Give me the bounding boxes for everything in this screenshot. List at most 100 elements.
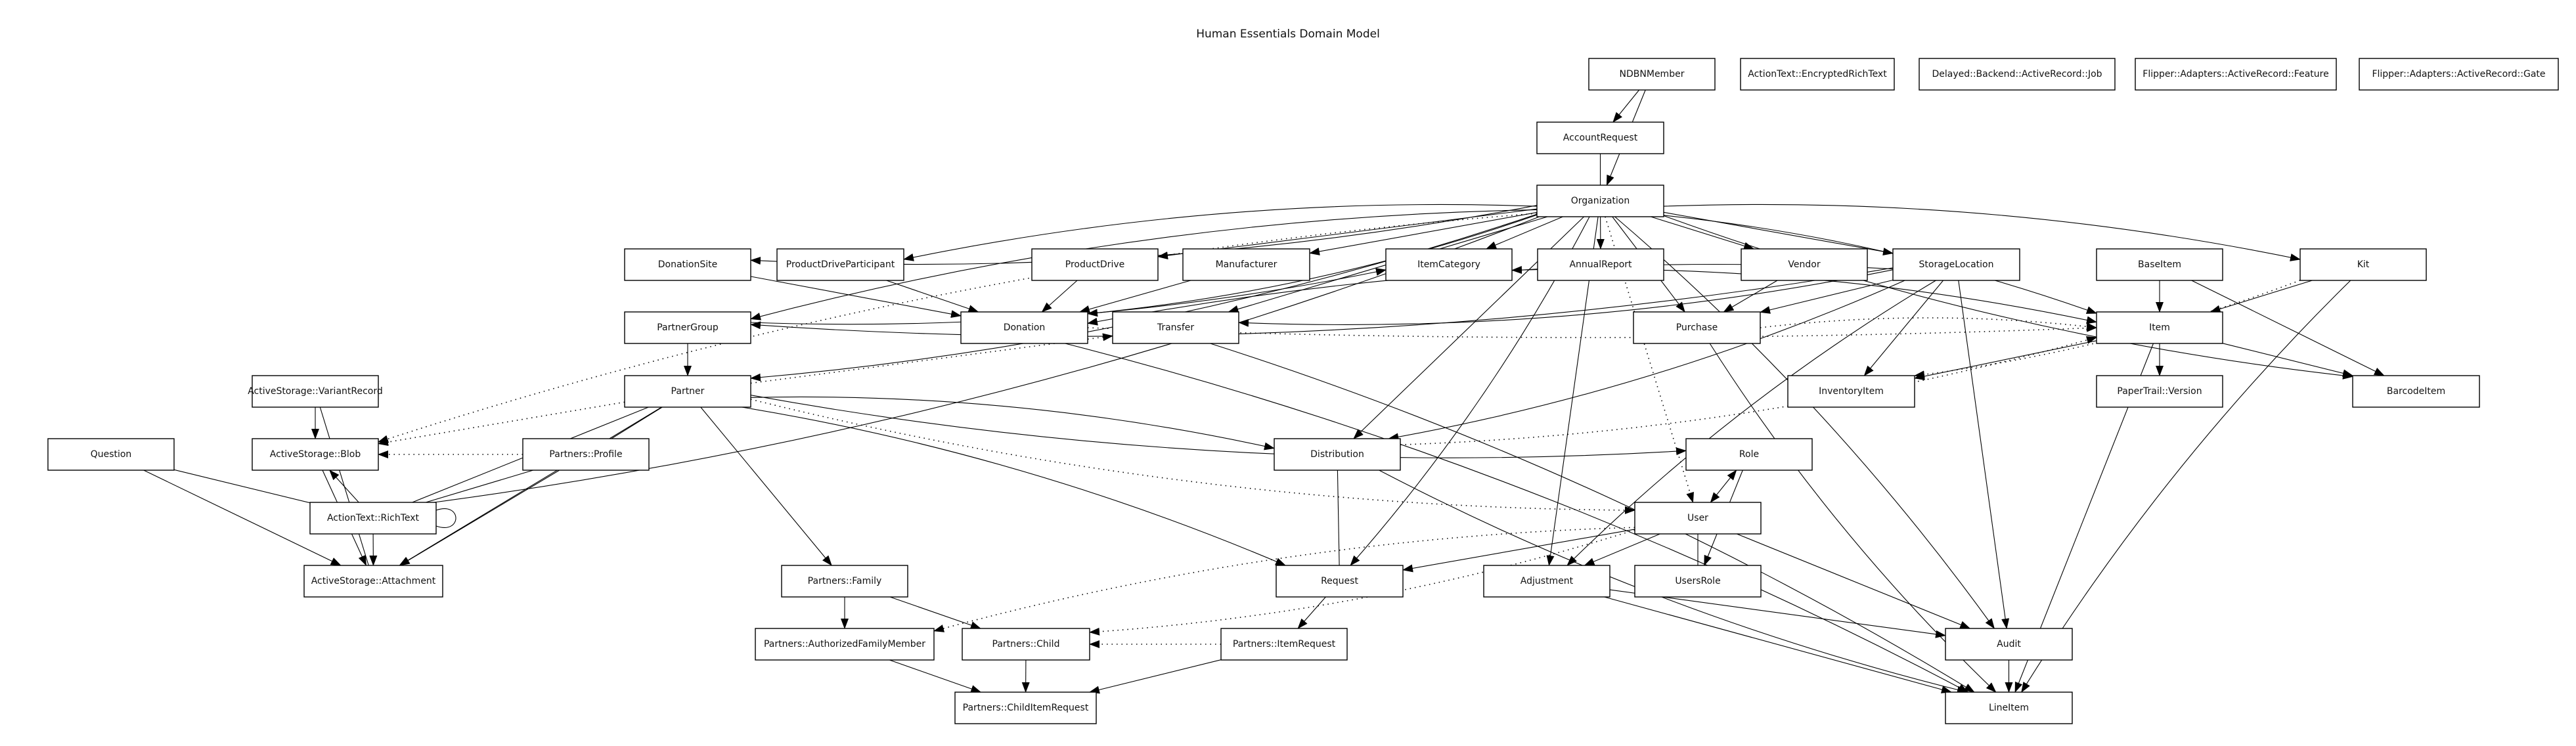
node-delayed-job[interactable]: Delayed::Backend::ActiveRecord::Job [1919, 58, 2116, 91]
node-users-role[interactable]: UsersRole [1634, 565, 1762, 598]
node-product-drive-participant[interactable]: ProductDriveParticipant [776, 248, 904, 281]
node-rich-text[interactable]: ActionText::RichText [309, 502, 437, 535]
edge-organization-to-blob [378, 213, 1538, 443]
node-label: ActionText::EncryptedRichText [1748, 69, 1887, 79]
node-label: BaseItem [2138, 259, 2181, 270]
node-box [1536, 185, 1664, 217]
node-box [1274, 438, 1401, 471]
node-inventory-item[interactable]: InventoryItem [1787, 375, 1915, 408]
edge-richtext-to-richtext [435, 508, 456, 528]
node-label: Manufacturer [1216, 259, 1277, 270]
node-label: ProductDrive [1065, 259, 1124, 270]
edge-user-to-request [1402, 529, 1635, 573]
node-label: Partner [671, 386, 705, 397]
node-transfer[interactable]: Transfer [1112, 311, 1239, 344]
node-partner-group[interactable]: PartnerGroup [624, 311, 751, 344]
node-child-item-request[interactable]: Partners::ChildItemRequest [954, 691, 1097, 724]
node-box [522, 438, 650, 471]
node-annual-report[interactable]: AnnualReport [1537, 248, 1664, 281]
edge-role-to-user [1710, 470, 1737, 503]
node-blob[interactable]: ActiveStorage::Blob [252, 438, 379, 471]
edge-storagelocation-to-distribution [1388, 280, 1905, 441]
edge-authorizedfamilymember-to-childitemrequest [889, 659, 982, 693]
node-account-request[interactable]: AccountRequest [1536, 121, 1664, 154]
node-vendor[interactable]: Vendor [1741, 248, 1868, 281]
node-flipper-feature[interactable]: Flipper::Adapters::ActiveRecord::Feature [2135, 58, 2337, 91]
node-label: Flipper::Adapters::ActiveRecord::Gate [2372, 69, 2545, 79]
node-partners-item-request[interactable]: Partners::ItemRequest [1220, 628, 1348, 661]
node-paper-trail-version[interactable]: PaperTrail::Version [2096, 375, 2223, 408]
node-line-item[interactable]: LineItem [1945, 691, 2073, 724]
node-label: Donation [1004, 322, 1046, 333]
diagram-title: Human Essentials Domain Model [1196, 28, 1380, 41]
node-label: AnnualReport [1569, 259, 1632, 270]
node-label: Partners::ItemRequest [1233, 639, 1336, 649]
node-partners-family[interactable]: Partners::Family [781, 565, 908, 598]
node-label: ActiveStorage::Blob [270, 449, 361, 460]
edge-storagelocation-to-inventoryitem [1863, 280, 1944, 376]
edge-organization-to-itemcategory [1486, 216, 1563, 250]
node-flipper-gate[interactable]: Flipper::Adapters::ActiveRecord::Gate [2359, 58, 2559, 91]
node-partner[interactable]: Partner [624, 375, 751, 408]
node-box [1741, 248, 1868, 281]
edge-question-to-richtext [173, 469, 311, 504]
node-question[interactable]: Question [47, 438, 175, 471]
node-barcode-item[interactable]: BarcodeItem [2352, 375, 2480, 408]
node-ndbnmember[interactable]: NDBNMember [1588, 58, 1716, 91]
edge-organization-to-productdriveparticipant [903, 204, 1538, 261]
node-box [2096, 311, 2223, 344]
edge-user-to-adjustment [1584, 533, 1660, 566]
node-item-category[interactable]: ItemCategory [1385, 248, 1513, 281]
node-item[interactable]: Item [2096, 311, 2223, 344]
node-donation[interactable]: Donation [960, 311, 1088, 344]
node-box [1220, 628, 1348, 661]
node-kit[interactable]: Kit [2299, 248, 2427, 281]
node-purchase[interactable]: Purchase [1633, 311, 1761, 344]
node-distribution[interactable]: Distribution [1274, 438, 1401, 471]
node-partners-child[interactable]: Partners::Child [962, 628, 1090, 661]
node-box [1945, 691, 2073, 724]
node-box [1483, 565, 1610, 598]
node-encrypted-rich-text[interactable]: ActionText::EncryptedRichText [1740, 58, 1895, 91]
edge-organization-to-manufacturer [1309, 211, 1538, 255]
node-label: Distribution [1310, 449, 1364, 460]
node-product-drive[interactable]: ProductDrive [1031, 248, 1159, 281]
node-label: User [1687, 513, 1708, 523]
node-adjustment[interactable]: Adjustment [1483, 565, 1610, 598]
node-label: Question [91, 449, 132, 460]
node-box [1537, 248, 1664, 281]
node-request[interactable]: Request [1276, 565, 1404, 598]
node-label: AccountRequest [1563, 133, 1638, 143]
node-box [776, 248, 904, 281]
node-box [2352, 375, 2480, 408]
node-user[interactable]: User [1634, 502, 1762, 535]
node-role[interactable]: Role [1685, 438, 1813, 471]
node-label: PaperTrail::Version [2117, 386, 2202, 397]
node-authorized-family-member[interactable]: Partners::AuthorizedFamilyMember [755, 628, 935, 661]
edge-organization-to-partner [750, 213, 1538, 382]
node-label: Role [1739, 449, 1759, 460]
node-label: Flipper::Adapters::ActiveRecord::Feature [2143, 69, 2328, 79]
node-box [1633, 311, 1761, 344]
edge-user-to-audit [1736, 533, 1971, 629]
node-label: Vendor [1788, 259, 1820, 270]
node-box [1031, 248, 1159, 281]
node-donation-site[interactable]: DonationSite [624, 248, 751, 281]
edge-partner-to-blob [378, 401, 625, 447]
node-storage-location[interactable]: StorageLocation [1892, 248, 2020, 281]
node-box [954, 691, 1097, 724]
node-manufacturer[interactable]: Manufacturer [1182, 248, 1310, 281]
node-label: Audit [1997, 639, 2021, 649]
edge-partner-to-attachment [399, 406, 662, 566]
node-base-item[interactable]: BaseItem [2096, 248, 2223, 281]
node-variant-record[interactable]: ActiveStorage::VariantRecord [248, 375, 383, 408]
node-label: ItemCategory [1417, 259, 1480, 270]
node-box [755, 628, 935, 661]
node-box [1945, 628, 2073, 661]
node-partners-profile[interactable]: Partners::Profile [522, 438, 650, 471]
node-audit[interactable]: Audit [1945, 628, 2073, 661]
node-organization[interactable]: Organization [1536, 185, 1664, 217]
node-label: Kit [2357, 259, 2370, 270]
node-attachment[interactable]: ActiveStorage::Attachment [303, 565, 443, 598]
edge-partnersfamily-to-partnerschild [889, 596, 981, 629]
